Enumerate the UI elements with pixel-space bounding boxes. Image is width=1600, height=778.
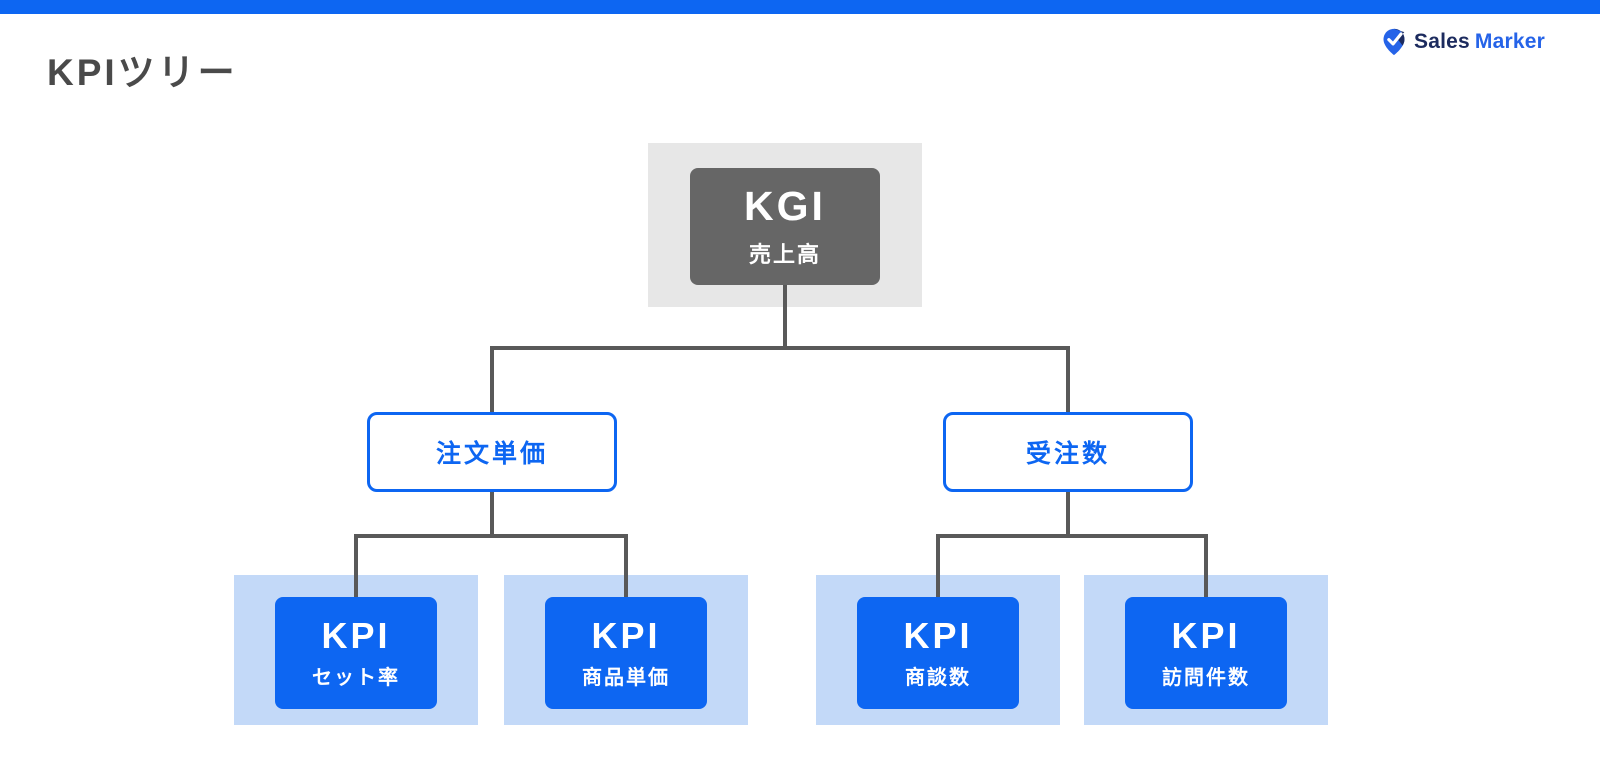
- connector-right-branch-horizontal: [936, 534, 1208, 538]
- page-title: KPIツリー: [47, 52, 238, 93]
- kpi-node-label: 訪問件数: [1162, 667, 1250, 690]
- connector-kpi2-drop: [624, 534, 628, 600]
- kpi-node-tag: KPI: [1171, 614, 1241, 656]
- connector-root-vertical: [783, 284, 787, 350]
- kpi-node-business-meetings: KPI 商談数: [857, 597, 1019, 709]
- level1-node-label: 注文単価: [435, 440, 548, 468]
- logo-text-marker: Marker: [1474, 30, 1545, 53]
- level1-node-label: 受注数: [1025, 440, 1110, 468]
- kgi-node: KGI 売上高: [690, 168, 880, 285]
- connector-kpi1-drop: [354, 534, 358, 600]
- kgi-node-label: 売上高: [748, 241, 821, 267]
- kgi-node-tag: KGI: [744, 183, 826, 230]
- kpi-node-product-unit-price: KPI 商品単価: [545, 597, 707, 709]
- connector-kpi3-drop: [936, 534, 940, 600]
- kpi-node-tag: KPI: [321, 614, 391, 656]
- kpi-node-label: 商談数: [905, 667, 971, 690]
- kpi-node-set-rate: KPI セット率: [275, 597, 437, 709]
- connector-left-branch-stem: [490, 492, 494, 538]
- kpi-node-label: 商品単価: [582, 667, 670, 690]
- kpi-node-tag: KPI: [591, 614, 661, 656]
- kpi-node-label: セット率: [312, 667, 400, 690]
- connector-level1-left-drop: [490, 346, 494, 412]
- top-accent-bar: [0, 0, 1600, 14]
- connector-kpi4-drop: [1204, 534, 1208, 600]
- connector-level1-right-drop: [1066, 346, 1070, 412]
- logo-text-sales: Sales: [1414, 30, 1470, 53]
- connector-level1-horizontal: [490, 346, 1070, 350]
- connector-left-branch-horizontal: [354, 534, 628, 538]
- kpi-node-tag: KPI: [903, 614, 973, 656]
- kpi-node-visit-count: KPI 訪問件数: [1125, 597, 1287, 709]
- level1-node-order-count: 受注数: [943, 412, 1193, 492]
- connector-right-branch-stem: [1066, 492, 1070, 538]
- sales-marker-pin-icon: [1379, 27, 1409, 57]
- level1-node-order-unit-price: 注文単価: [367, 412, 617, 492]
